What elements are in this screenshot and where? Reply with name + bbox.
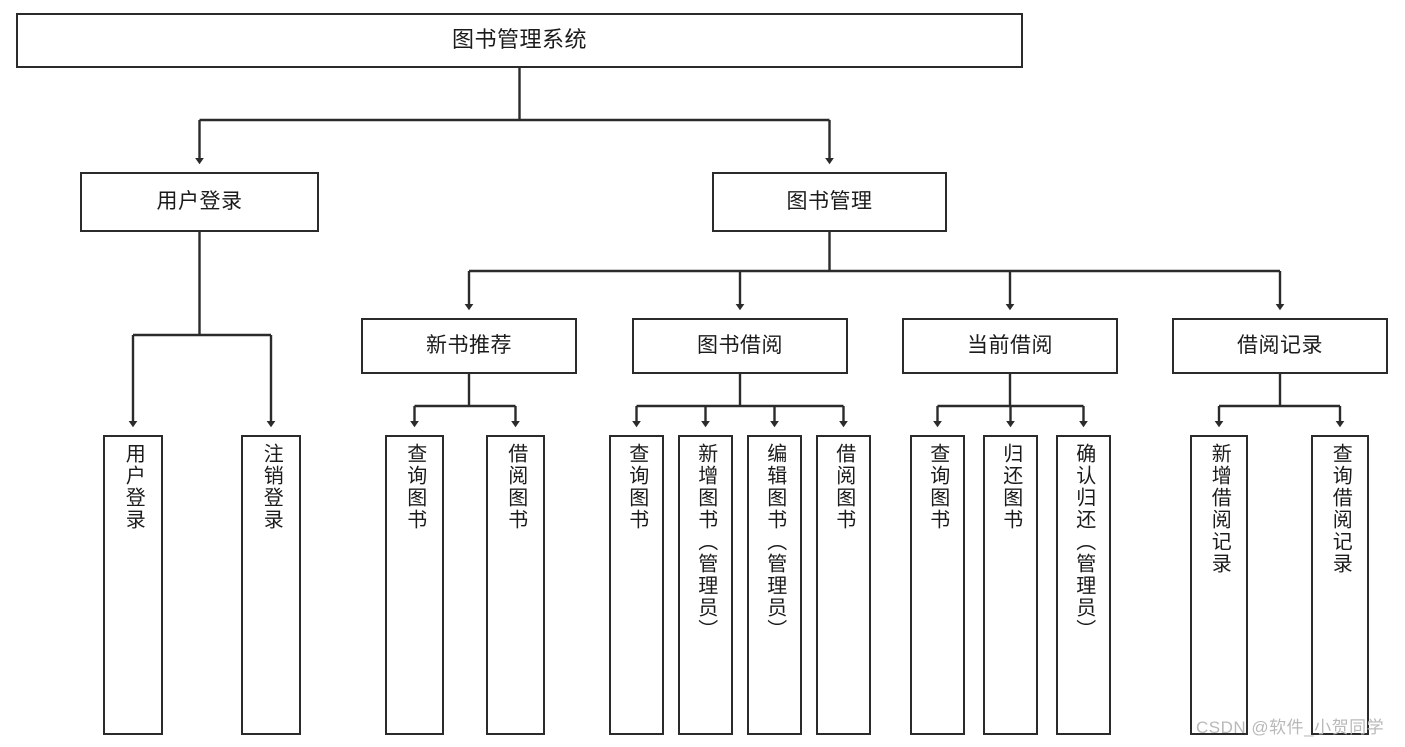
node-user-logout[interactable]: 注销登录 xyxy=(241,435,301,735)
node-book-borrow[interactable]: 图书借阅 xyxy=(632,318,848,374)
node-label: 图书管理 xyxy=(786,190,873,214)
node-cb-query-book[interactable]: 查询图书 xyxy=(910,435,965,735)
node-new-book-recommend[interactable]: 新书推荐 xyxy=(361,318,577,374)
node-nbr-query-book[interactable]: 查询图书 xyxy=(385,435,444,735)
node-user-login-do[interactable]: 用户登录 xyxy=(103,435,163,735)
node-label: 用户登录 xyxy=(122,443,145,531)
node-cb-return-book[interactable]: 归还图书 xyxy=(983,435,1038,735)
node-label: 借阅记录 xyxy=(1237,334,1323,358)
node-label: 图书管理系统 xyxy=(451,27,587,53)
node-label: 注销登录 xyxy=(260,443,283,531)
node-cb-confirm-return[interactable]: 确认归还（管理员） xyxy=(1056,435,1111,735)
node-label: 用户登录 xyxy=(156,190,243,214)
node-book-manage[interactable]: 图书管理 xyxy=(712,172,947,232)
node-user-login[interactable]: 用户登录 xyxy=(80,172,319,232)
node-label: 查询借阅记录 xyxy=(1329,443,1352,575)
node-br-add-record[interactable]: 新增借阅记录 xyxy=(1190,435,1248,735)
node-label: 查询图书 xyxy=(625,443,648,531)
node-label: 编辑图书（管理员） xyxy=(763,443,786,641)
node-label: 新增图书（管理员） xyxy=(694,443,717,641)
node-label: 查询图书 xyxy=(403,443,426,531)
node-current-borrow[interactable]: 当前借阅 xyxy=(902,318,1118,374)
node-nbr-borrow-book[interactable]: 借阅图书 xyxy=(486,435,545,735)
node-label: 当前借阅 xyxy=(967,334,1053,358)
node-label: 借阅图书 xyxy=(832,443,855,531)
csdn-watermark: CSDN @软件_小贺同学 xyxy=(1196,718,1385,737)
node-label: 图书借阅 xyxy=(697,334,783,358)
node-label: 新增借阅记录 xyxy=(1208,443,1231,575)
node-label: 归还图书 xyxy=(999,443,1022,531)
node-bb-query-book[interactable]: 查询图书 xyxy=(609,435,664,735)
node-bb-edit-book[interactable]: 编辑图书（管理员） xyxy=(747,435,802,735)
node-label: 新书推荐 xyxy=(426,334,512,358)
node-bb-borrow-book[interactable]: 借阅图书 xyxy=(816,435,871,735)
node-label: 确认归还（管理员） xyxy=(1072,443,1095,641)
node-label: 借阅图书 xyxy=(504,443,527,531)
node-bb-add-book[interactable]: 新增图书（管理员） xyxy=(678,435,733,735)
node-borrow-record[interactable]: 借阅记录 xyxy=(1172,318,1388,374)
node-label: 查询图书 xyxy=(926,443,949,531)
node-root-system[interactable]: 图书管理系统 xyxy=(16,13,1023,68)
node-br-query-record[interactable]: 查询借阅记录 xyxy=(1311,435,1369,735)
